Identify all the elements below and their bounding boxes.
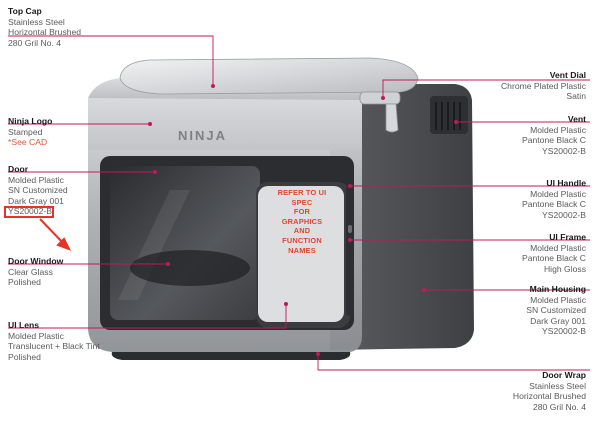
callout-ui-frame: UI Frame Molded Plastic Pantone Black C …: [522, 232, 586, 274]
leader-endpoints: [148, 84, 458, 356]
spec-note-line: AND: [293, 226, 311, 236]
ui-handle: [346, 186, 354, 316]
callout-line: Pantone Black C: [521, 135, 586, 146]
callout-vent-dial: Vent Dial Chrome Plated Plastic Satin: [501, 70, 586, 102]
callout-line: Translucent + Black Tint: [8, 341, 100, 352]
callout-line: Stainless Steel: [8, 16, 65, 27]
callout-title: UI Frame: [549, 232, 586, 242]
callout-note: *See CAD: [8, 137, 48, 148]
spec-note-line: GRAPHICS: [281, 216, 323, 226]
part-number-highlight: [4, 206, 54, 218]
red-arrow: [39, 218, 72, 251]
callout-line: Satin: [566, 91, 586, 102]
vent-slots: [435, 102, 461, 130]
vent-dial: [359, 91, 401, 133]
callout-ui-lens: UI Lens Molded Plastic Translucent + Bla…: [8, 320, 100, 362]
callout-line: SN Customized: [8, 185, 68, 196]
callout-line: Stainless Steel: [529, 380, 586, 391]
callout-title: Ninja Logo: [8, 116, 53, 126]
callout-line: Clear Glass: [8, 266, 53, 277]
callout-title: Door: [8, 164, 29, 174]
callout-line: Horizontal Brushed: [512, 391, 586, 402]
callout-ninja-logo: Ninja Logo Stamped *See CAD: [8, 116, 52, 148]
callout-line: Polished: [8, 277, 41, 288]
interior-rack: [130, 250, 250, 286]
callout-line: Molded Plastic: [530, 242, 586, 253]
callout-line: Chrome Plated Plastic: [500, 80, 586, 91]
callout-line: YS20002-B: [542, 326, 586, 337]
callout-line: Dark Gray 001: [530, 315, 586, 326]
callout-line: High Gloss: [543, 263, 586, 274]
spec-note-line: NAMES: [288, 245, 316, 255]
spec-note-line: SPEC: [291, 197, 313, 207]
callout-line: Molded Plastic: [8, 174, 64, 185]
spec-note-line: FOR: [293, 207, 311, 217]
callout-title: Door Window: [8, 256, 64, 266]
callout-title: Door Wrap: [542, 370, 586, 380]
callout-main-housing: Main Housing Molded Plastic SN Customize…: [526, 284, 586, 337]
leader-vent-dial: [382, 79, 590, 98]
callout-line: Pantone Black C: [521, 199, 586, 210]
ui-lens: [258, 186, 344, 322]
callout-door: Door Molded Plastic SN Customized Dark G…: [8, 164, 68, 217]
main-housing: [330, 84, 474, 350]
top-cap: [119, 57, 419, 95]
callout-line: SN Customized: [526, 305, 586, 316]
base: [111, 352, 351, 360]
callout-line: Dark Gray 001: [8, 195, 64, 206]
callout-title: UI Lens: [8, 320, 40, 330]
callout-line: Molded Plastic: [530, 294, 586, 305]
callout-line: Stamped: [8, 126, 43, 137]
spec-note-line: REFER TO UI: [277, 188, 327, 197]
ninja-logo: NINJA: [178, 128, 227, 143]
callout-title: Top Cap: [8, 6, 42, 16]
callout-line: Molded Plastic: [530, 124, 586, 135]
callout-door-window: Door Window Clear Glass Polished: [8, 256, 63, 288]
callout-title: UI Handle: [546, 178, 586, 188]
callout-line: YS20002-B: [8, 206, 52, 217]
ui-handle-dot: [348, 225, 352, 233]
callout-line: Molded Plastic: [8, 330, 64, 341]
callout-line: Pantone Black C: [521, 253, 586, 264]
callout-line: 280 Gril No. 4: [8, 37, 62, 48]
callout-line: Horizontal Brushed: [8, 27, 82, 38]
ui-spec-note: REFER TO UI SPEC FOR GRAPHICS AND FUNCTI…: [270, 188, 334, 255]
callout-vent: Vent Molded Plastic Pantone Black C YS20…: [522, 114, 586, 156]
callout-title: Main Housing: [529, 284, 586, 294]
callout-title: Vent Dial: [549, 70, 586, 80]
callout-door-wrap: Door Wrap Stainless Steel Horizontal Bru…: [513, 370, 586, 412]
callout-line: YS20002-B: [542, 145, 586, 156]
callout-top-cap: Top Cap Stainless Steel Horizontal Brush…: [8, 6, 81, 48]
callout-line: 280 Gril No. 4: [532, 401, 586, 412]
leader-ui-lens: [8, 304, 287, 329]
leader-top-cap: [8, 35, 214, 86]
leader-lines: [8, 35, 590, 371]
spec-note-line: FUNCTION: [282, 235, 322, 245]
leader-door-wrap: [317, 354, 590, 371]
callout-line: Polished: [8, 351, 41, 362]
callout-title: Vent: [567, 114, 586, 124]
callout-ui-handle: UI Handle Molded Plastic Pantone Black C…: [522, 178, 586, 220]
callout-line: Molded Plastic: [530, 188, 586, 199]
callout-line: YS20002-B: [542, 209, 586, 220]
